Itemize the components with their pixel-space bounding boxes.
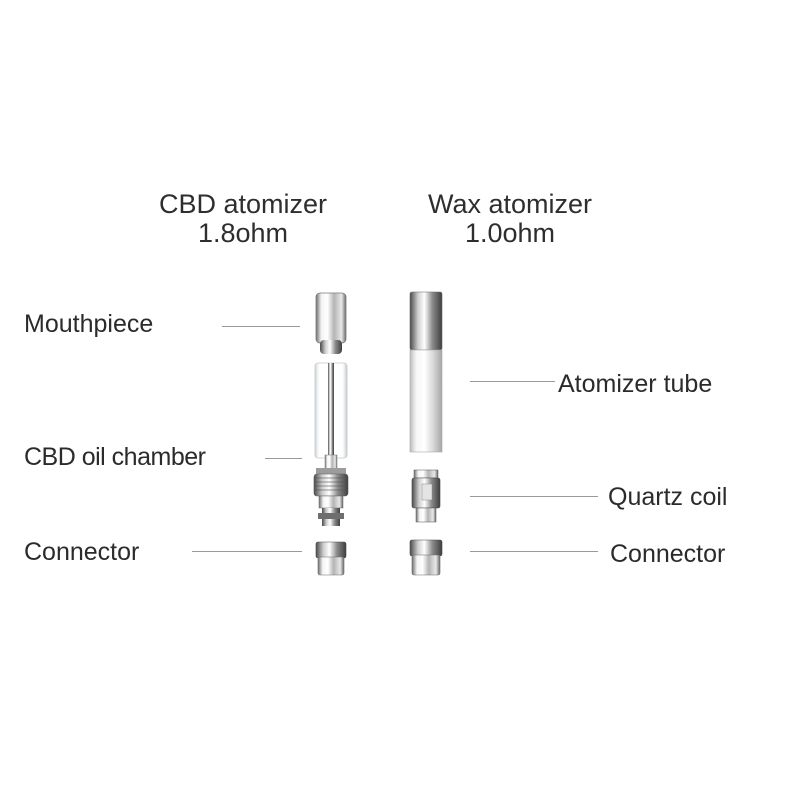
wax-quartz-coil-illustration <box>411 469 441 523</box>
wax-atomizer-heading: Wax atomizer 1.0ohm <box>395 190 625 248</box>
leader-line-mouthpiece <box>222 326 300 327</box>
wax-atomizer-title: Wax atomizer <box>427 189 593 219</box>
cbd-oil-chamber-illustration <box>313 362 349 526</box>
label-cbd-oil-chamber: CBD oil chamber <box>24 443 206 471</box>
cbd-atomizer-title: CBD atomizer <box>158 189 328 219</box>
leader-line-connector-left <box>192 551 302 552</box>
label-connector-right: Connector <box>610 540 726 568</box>
wax-atomizer-resistance: 1.0ohm <box>464 218 556 248</box>
cbd-atomizer-resistance: 1.8ohm <box>197 218 289 248</box>
wax-atomizer-tube-illustration <box>409 291 443 453</box>
leader-line-connector-right <box>470 551 598 552</box>
cbd-mouthpiece-illustration <box>315 292 347 354</box>
label-connector-left: Connector <box>24 538 140 566</box>
leader-line-atomizer-tube <box>470 381 555 382</box>
leader-line-quartz-coil <box>470 496 598 497</box>
label-atomizer-tube: Atomizer tube <box>558 370 713 398</box>
label-quartz-coil: Quartz coil <box>608 483 728 511</box>
label-mouthpiece: Mouthpiece <box>24 310 154 338</box>
wax-connector-illustration <box>409 539 443 576</box>
cbd-connector-illustration <box>315 541 347 576</box>
leader-line-cbd-oil-chamber <box>265 458 302 459</box>
cbd-atomizer-heading: CBD atomizer 1.8ohm <box>128 190 358 248</box>
